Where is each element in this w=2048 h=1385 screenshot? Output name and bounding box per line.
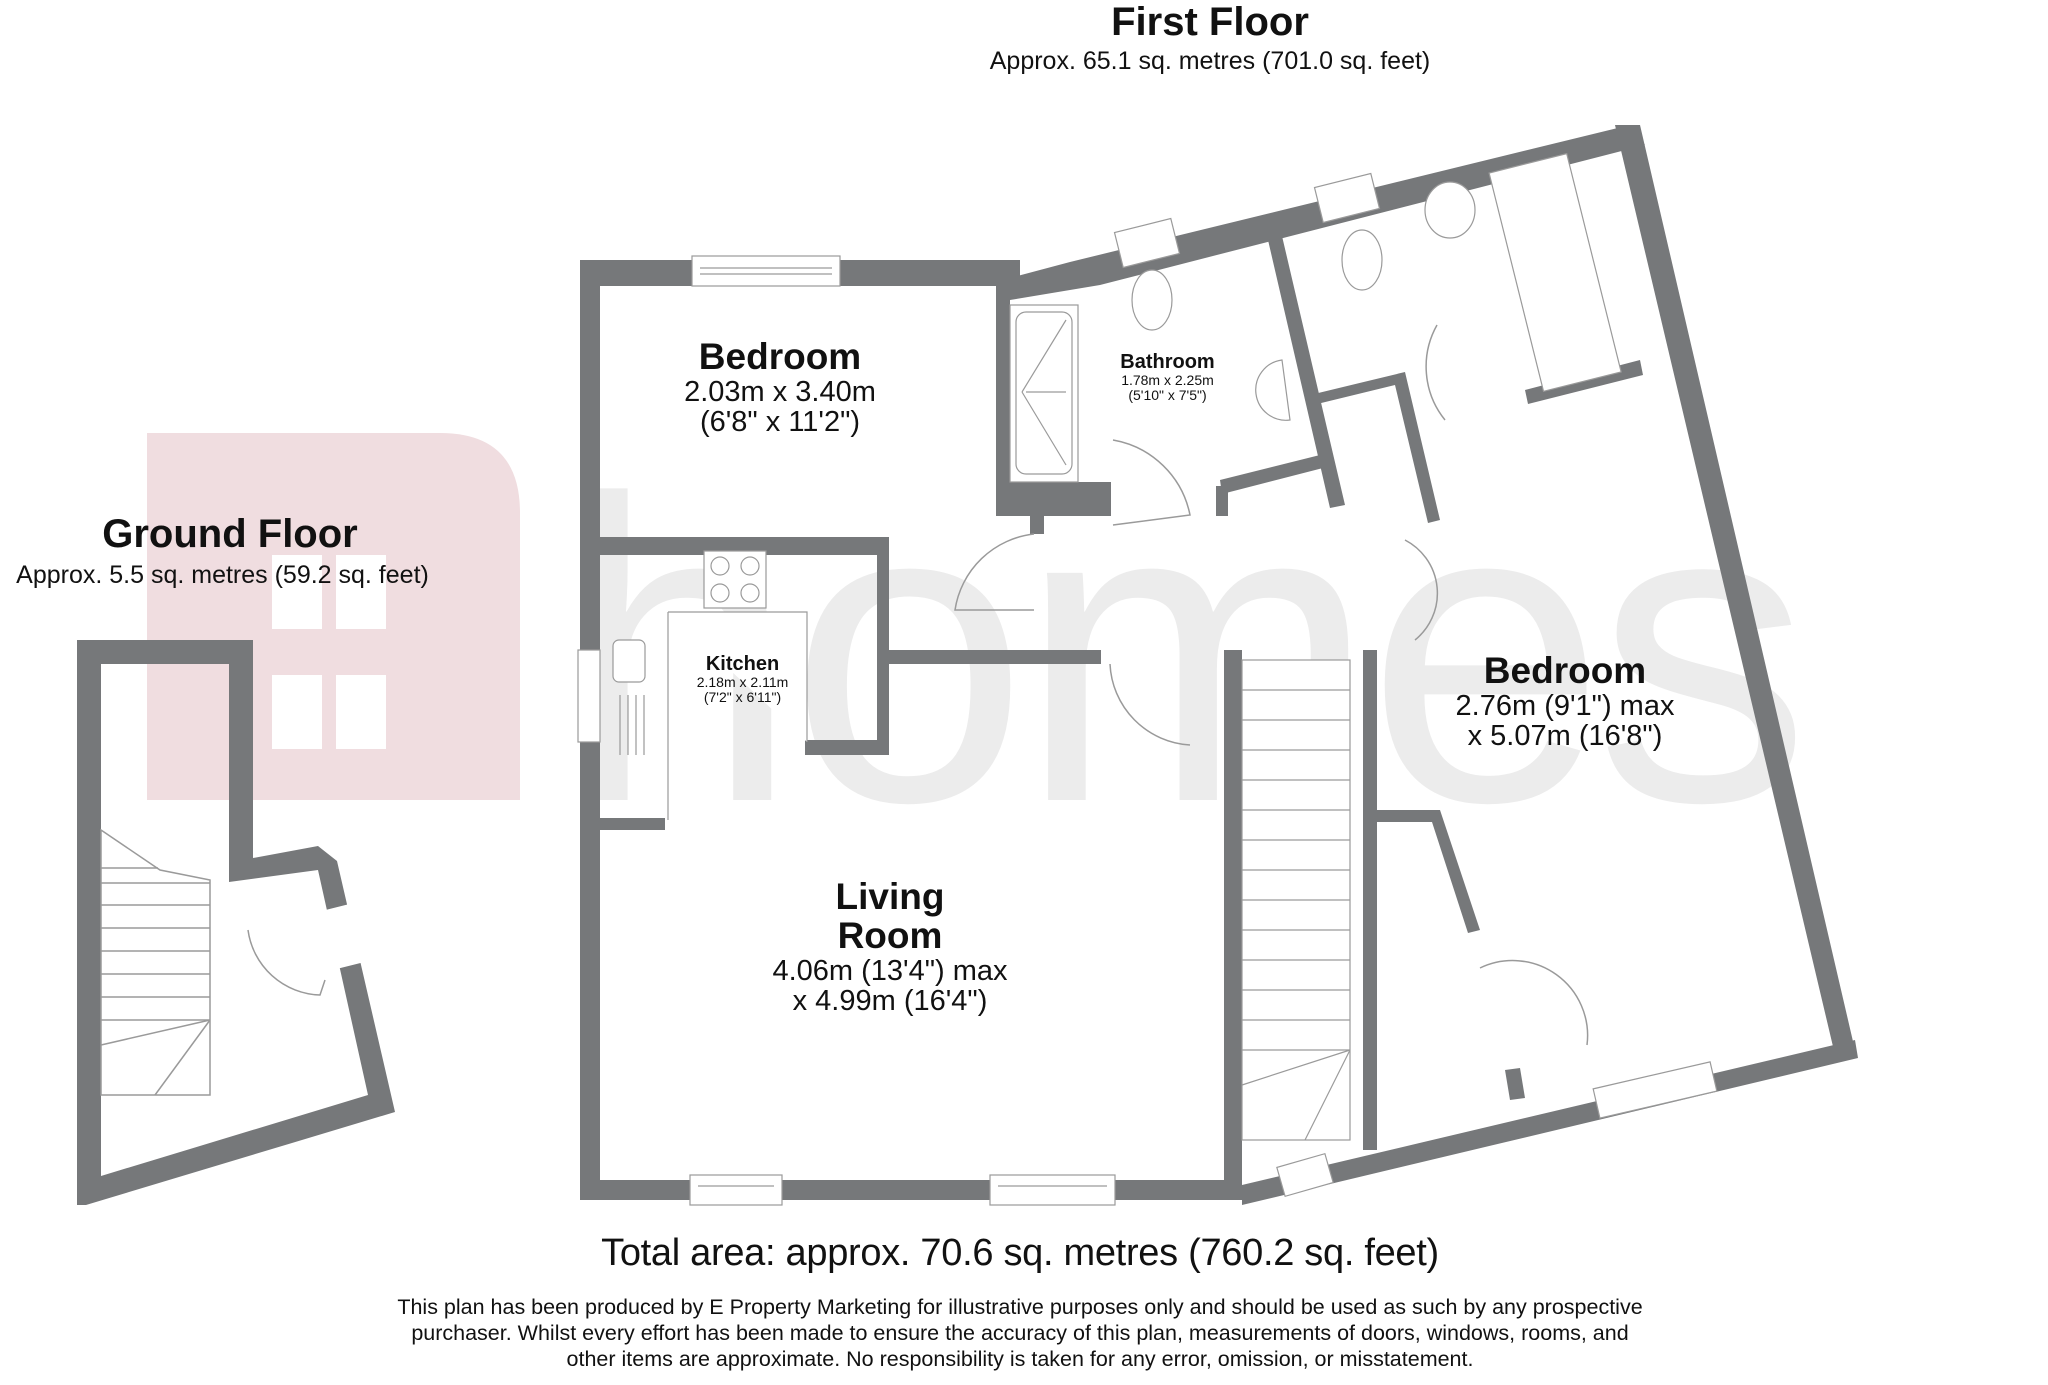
first-floor-area: Approx. 65.1 sq. metres (701.0 sq. feet) — [989, 47, 1431, 75]
room-name: Bedroom — [1483, 650, 1647, 691]
watermark-logo-icon — [147, 433, 520, 800]
bath-icon — [1488, 152, 1622, 393]
room-dimensions-length: x 4.99m (16'4") — [792, 985, 988, 1018]
basin-icon — [1424, 181, 1476, 239]
toilet-icon — [1341, 229, 1383, 291]
total-area: Total area: approx. 70.6 sq. metres (760… — [601, 1232, 1439, 1274]
room-dimensions-width: 2.76m (9'1") max — [1455, 689, 1675, 722]
room-label-bedroom-1: Bedroom 2.03m x 3.40m (6'8" x 11'2") — [640, 336, 920, 439]
door-swings — [954, 324, 1589, 1046]
disclaimer-line-1: This plan has been produced by E Propert… — [397, 1295, 1643, 1319]
room-dimensions-metric: 2.03m x 3.40m — [684, 375, 876, 408]
room-dimensions-length: x 5.07m (16'8") — [1467, 720, 1663, 753]
disclaimer: This plan has been produced by E Propert… — [280, 1295, 1760, 1372]
fixtures — [612, 152, 1622, 820]
sink-icon — [612, 639, 646, 683]
room-name: Bathroom — [1120, 351, 1215, 373]
room-label-kitchen: Kitchen 2.18m x 2.11m (7'2" x 6'11") — [675, 654, 810, 704]
ground-floor-stairs — [100, 828, 211, 1096]
ground-floor-area: Approx. 5.5 sq. metres (59.2 sq. feet) — [16, 561, 429, 589]
room-dimensions-imperial: (5'10" x 7'5") — [1128, 386, 1207, 403]
room-label-living-room: Living Room 4.06m (13'4") max x 4.99m (1… — [740, 876, 1040, 1018]
room-dimensions-width: 4.06m (13'4") max — [772, 954, 1008, 987]
room-name-line-2: Room — [837, 914, 943, 956]
ground-floor-door-swing — [247, 929, 326, 996]
disclaimer-line-2: purchaser. Whilst every effort has been … — [411, 1320, 1629, 1345]
disclaimer-line-3: other items are approximate. No responsi… — [566, 1346, 1474, 1371]
room-label-bedroom-2: Bedroom 2.76m (9'1") max x 5.07m (16'8") — [1430, 650, 1700, 753]
toilet-icon — [1131, 269, 1173, 331]
room-name: Kitchen — [705, 653, 780, 675]
basin-icon — [1255, 359, 1291, 421]
first-floor-stairs — [1241, 659, 1351, 1141]
room-dimensions-metric: 1.78m x 2.25m — [1121, 372, 1214, 388]
first-floor-title: First Floor — [1111, 0, 1309, 44]
room-dimensions-imperial: (7'2" x 6'11") — [703, 688, 782, 705]
room-dimensions-imperial: (6'8" x 11'2") — [699, 406, 861, 439]
room-dimensions-metric: 2.18m x 2.11m — [696, 674, 789, 690]
windows — [577, 172, 1718, 1206]
room-label-bathroom: Bathroom 1.78m x 2.25m (5'10" x 7'5") — [1100, 352, 1235, 402]
ground-floor-title: Ground Floor — [102, 512, 358, 556]
room-name: Bedroom — [698, 336, 862, 377]
room-name-line-1: Living — [835, 876, 945, 917]
